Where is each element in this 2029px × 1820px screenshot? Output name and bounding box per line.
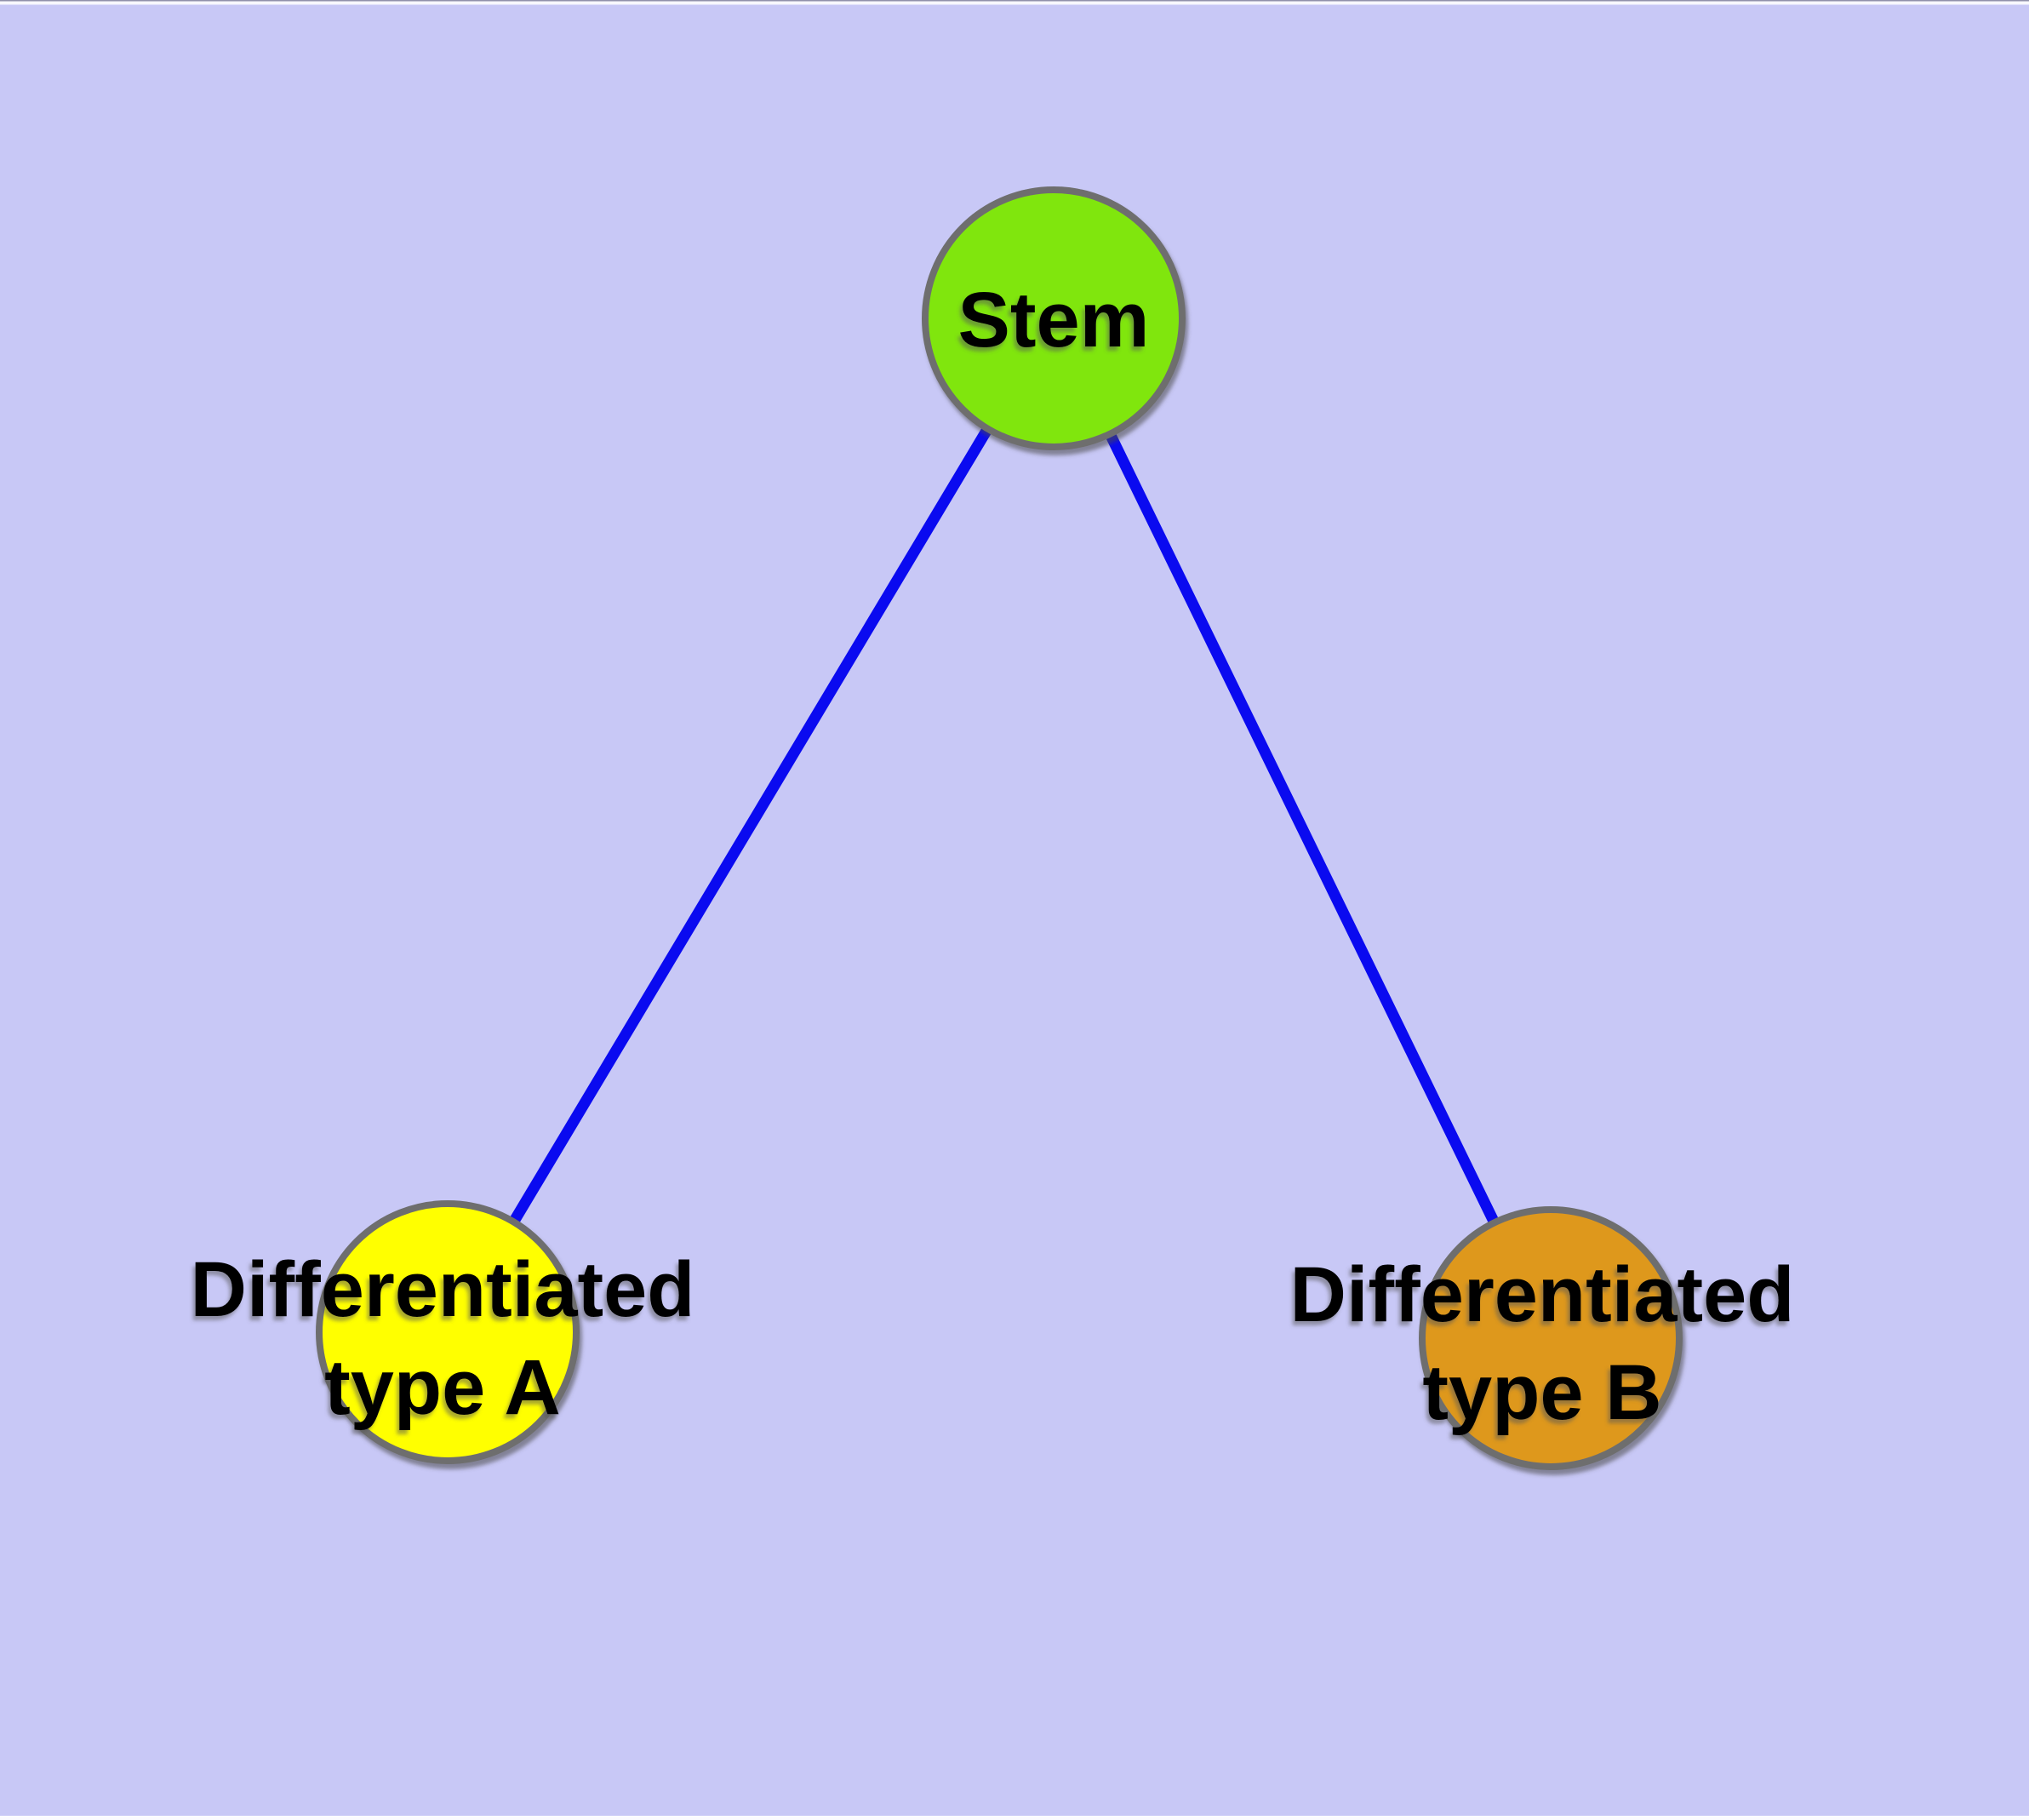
node-differentiated-type-b-circle xyxy=(1419,1206,1683,1470)
node-differentiated-type-b-label-line-2: type B xyxy=(1422,1349,1661,1436)
window-edge-top-strip xyxy=(0,1,2029,5)
node-differentiated-type-a-label-line-1: Differentiated xyxy=(191,1246,695,1333)
node-differentiated-type-a-circle xyxy=(316,1200,580,1464)
edge-stem-to-type-a xyxy=(442,312,1060,1338)
node-differentiated-type-a-label-line-2: type A xyxy=(324,1344,561,1431)
node-stem-circle xyxy=(922,186,1186,450)
node-stem-label: Stem xyxy=(958,277,1150,363)
window-edge-bottom-strip xyxy=(0,1816,2029,1820)
edge-stem-to-type-b xyxy=(1048,312,1557,1344)
window-edge-top-line xyxy=(0,0,2029,2)
node-differentiated-type-b-label-line-1: Differentiated xyxy=(1290,1251,1795,1338)
